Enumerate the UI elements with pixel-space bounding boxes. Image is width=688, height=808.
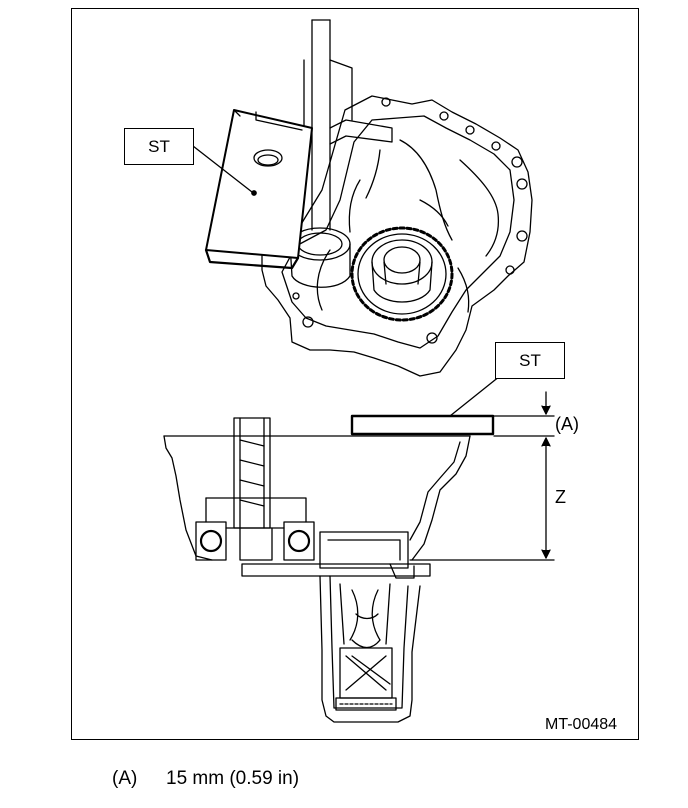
gear [350,226,454,322]
st-label-bottom-text: ST [519,350,541,370]
dimension-a-label: (A) [555,414,579,434]
legend: (A) 15 mm (0.59 in) [112,768,299,790]
casing-perspective-view [192,19,533,377]
st-label-bottom: ST [495,342,565,379]
legend-key: (A) [112,768,138,789]
figure-frame [71,8,639,740]
special-tool-plate [204,109,313,270]
dimension-z-label: Z [555,487,566,507]
st-label-top-text: ST [148,136,170,156]
legend-text: 15 mm (0.59 in) [166,768,300,789]
casing-cross-section [163,375,555,723]
figure-code: MT-00484 [545,716,618,733]
st-label-top: ST [124,128,194,165]
